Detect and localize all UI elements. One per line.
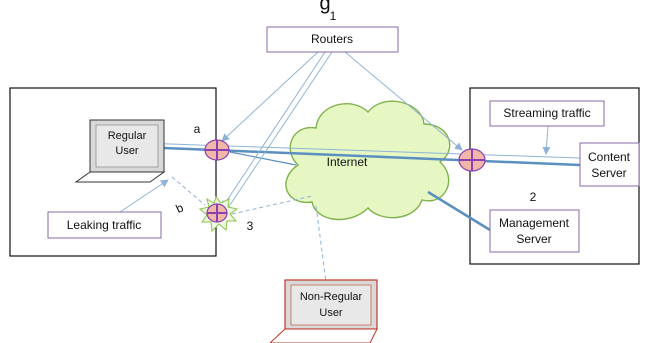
regular-user-label-line2: User bbox=[115, 145, 139, 157]
router-a-icon bbox=[204, 139, 230, 161]
top-clipped-text: g bbox=[319, 0, 330, 14]
path-b-label: b bbox=[174, 200, 186, 216]
regular-user-laptop: Regular User bbox=[74, 119, 166, 183]
content-server-box bbox=[579, 142, 640, 187]
non-regular-user-laptop: Non-Regular User bbox=[269, 279, 378, 343]
left-network-container bbox=[9, 87, 217, 257]
arrow-routers-to-leak-router bbox=[221, 51, 326, 209]
leaking-traffic-label: Leaking traffic bbox=[67, 218, 142, 232]
dashed-internet-to-nonregular bbox=[315, 205, 327, 283]
management-server-line1: Management bbox=[499, 216, 570, 230]
arrow-routers-to-router-right bbox=[344, 51, 463, 151]
regular-user-keyboard bbox=[74, 171, 166, 183]
arrow-routers-to-router-a bbox=[221, 51, 319, 142]
arrow-leaking-traffic bbox=[119, 179, 169, 213]
arrow-streaming-traffic bbox=[542, 125, 551, 155]
regular-user-label-line1: Regular bbox=[108, 130, 147, 142]
internet-label: Internet bbox=[327, 155, 368, 169]
streaming-traffic-label: Streaming traffic bbox=[503, 106, 590, 120]
content-server-line1: Content bbox=[588, 150, 631, 164]
routers-label: Routers bbox=[311, 32, 353, 46]
management-number: 2 bbox=[530, 190, 537, 204]
dashed-user-to-leak-router bbox=[171, 176, 206, 206]
leak-router-number: 3 bbox=[247, 219, 254, 233]
non-regular-user-line2: User bbox=[319, 307, 343, 319]
leak-router-icon bbox=[198, 195, 239, 233]
routers-box bbox=[266, 26, 399, 53]
link-internet-to-management bbox=[427, 190, 491, 232]
link-router-a-to-internet bbox=[229, 151, 297, 166]
routers-number: 1 bbox=[330, 9, 337, 23]
non-regular-user-keyboard bbox=[269, 328, 378, 343]
internet-cloud bbox=[285, 100, 451, 221]
leaking-traffic-box bbox=[47, 211, 162, 239]
arrow-routers-to-leak-router-2 bbox=[223, 51, 333, 215]
router-right-icon bbox=[458, 148, 486, 172]
path-a-label: a bbox=[194, 122, 201, 136]
content-server-line2: Server bbox=[591, 166, 626, 180]
management-server-line2: Server bbox=[516, 232, 551, 246]
management-server-box bbox=[489, 209, 580, 253]
non-regular-user-line1: Non-Regular bbox=[300, 291, 363, 303]
streaming-traffic-box bbox=[489, 100, 605, 127]
